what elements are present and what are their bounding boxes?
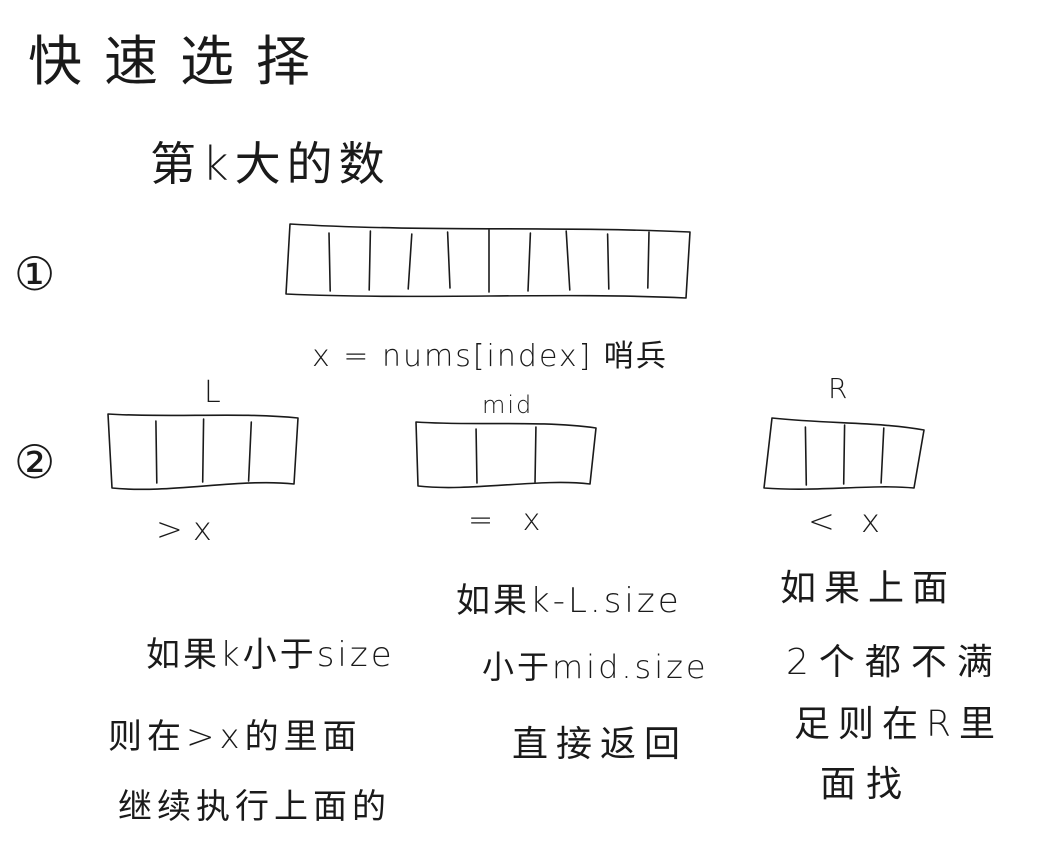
array-cell-divider: [475, 428, 478, 484]
partition-mid: mid = x 如果k-L.size 小于mid.size 直接返回: [415, 391, 709, 765]
partition-r-note-1: 如果上面: [780, 568, 956, 609]
partition-mid-label: mid: [482, 391, 533, 419]
step1-array-cells: [328, 229, 650, 293]
pivot-note: x = nums[index] 哨兵: [312, 339, 668, 374]
partition-r-condition: < x: [808, 502, 888, 540]
partition-l-label: L: [204, 375, 221, 410]
partition-r-cells: [804, 424, 885, 486]
partition-l: L >x 如果k小于size 则在>x的里面 继续执行上面的: [107, 375, 395, 827]
diagram-subtitle: 第k大的数: [150, 137, 391, 191]
array-cell-divider: [201, 418, 205, 483]
step1-marker: ①: [14, 247, 55, 301]
array-cell-divider: [527, 232, 532, 292]
array-cell-divider: [880, 427, 885, 484]
array-cell-divider: [842, 424, 846, 485]
array-cell-divider: [247, 421, 253, 482]
partition-r-note-4: 面找: [820, 764, 912, 805]
partition-mid-note-3: 直接返回: [512, 724, 688, 765]
partition-r-note-3: 足则在R里: [794, 704, 1003, 745]
step2-marker: ②: [14, 435, 55, 489]
partition-r-note-2: 2个都不满: [786, 642, 1003, 683]
partition-l-condition: >x: [156, 510, 222, 548]
array-cell-divider: [407, 233, 413, 290]
array-cell-divider: [565, 230, 571, 291]
diagram-title: 快速选择: [28, 30, 332, 93]
partition-l-note-2: 则在>x的里面: [108, 717, 362, 757]
partition-l-note-1: 如果k小于size: [146, 635, 395, 675]
partition-mid-note-2: 小于mid.size: [482, 648, 709, 686]
array-cell-divider: [155, 420, 158, 484]
array-cell-divider: [646, 231, 650, 289]
step1-array: [285, 223, 691, 299]
array-cell-divider: [446, 231, 451, 289]
partition-l-note-3: 继续执行上面的: [118, 787, 391, 827]
partition-mid-cells: [475, 426, 537, 484]
array-cell-divider: [328, 232, 332, 292]
array-cell-divider: [368, 230, 372, 291]
array-cell-divider: [804, 426, 808, 486]
partition-mid-note-1: 如果k-L.size: [456, 581, 682, 621]
partition-r: R < x 如果上面 2个都不满 足则在R里 面找: [763, 372, 1003, 805]
partition-r-label: R: [828, 372, 847, 405]
array-cell-divider: [606, 233, 610, 290]
array-cell-divider: [534, 426, 537, 483]
partition-mid-condition: = x: [468, 503, 550, 538]
partition-l-cells: [155, 418, 253, 484]
